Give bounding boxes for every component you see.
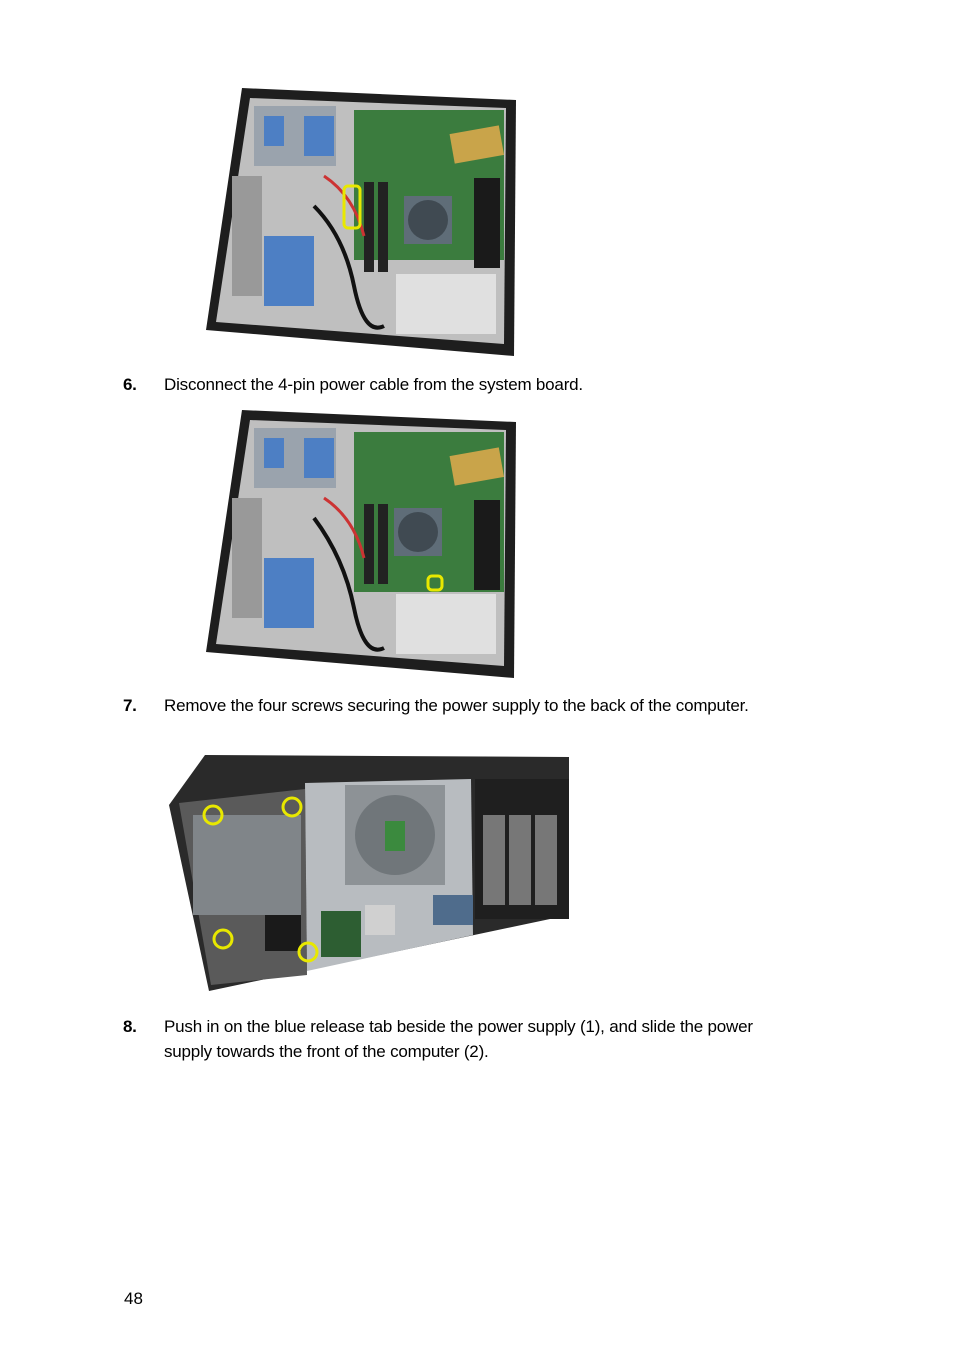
step-number: 8.	[123, 1017, 137, 1036]
step-text: Disconnect the 4-pin power cable from th…	[164, 375, 583, 394]
highlight-marker	[426, 574, 444, 592]
step-text: Remove the four screws securing the powe…	[164, 696, 749, 715]
highlight-marker	[342, 184, 362, 230]
step-text-line-2: supply towards the front of the computer…	[164, 1042, 489, 1061]
screw-marker-1	[202, 804, 224, 826]
page-number: 48	[124, 1289, 143, 1308]
figure-chassis-4pin-connector	[206, 410, 516, 678]
figure-rear-panel-screws	[169, 755, 569, 991]
figure-chassis-top-connector	[206, 88, 516, 356]
step-number: 6.	[123, 375, 137, 394]
step-number: 7.	[123, 696, 137, 715]
screw-marker-2	[281, 796, 303, 818]
screw-marker-4	[297, 941, 319, 963]
screw-marker-3	[212, 928, 234, 950]
step-text-line-1: Push in on the blue release tab beside t…	[164, 1017, 753, 1036]
